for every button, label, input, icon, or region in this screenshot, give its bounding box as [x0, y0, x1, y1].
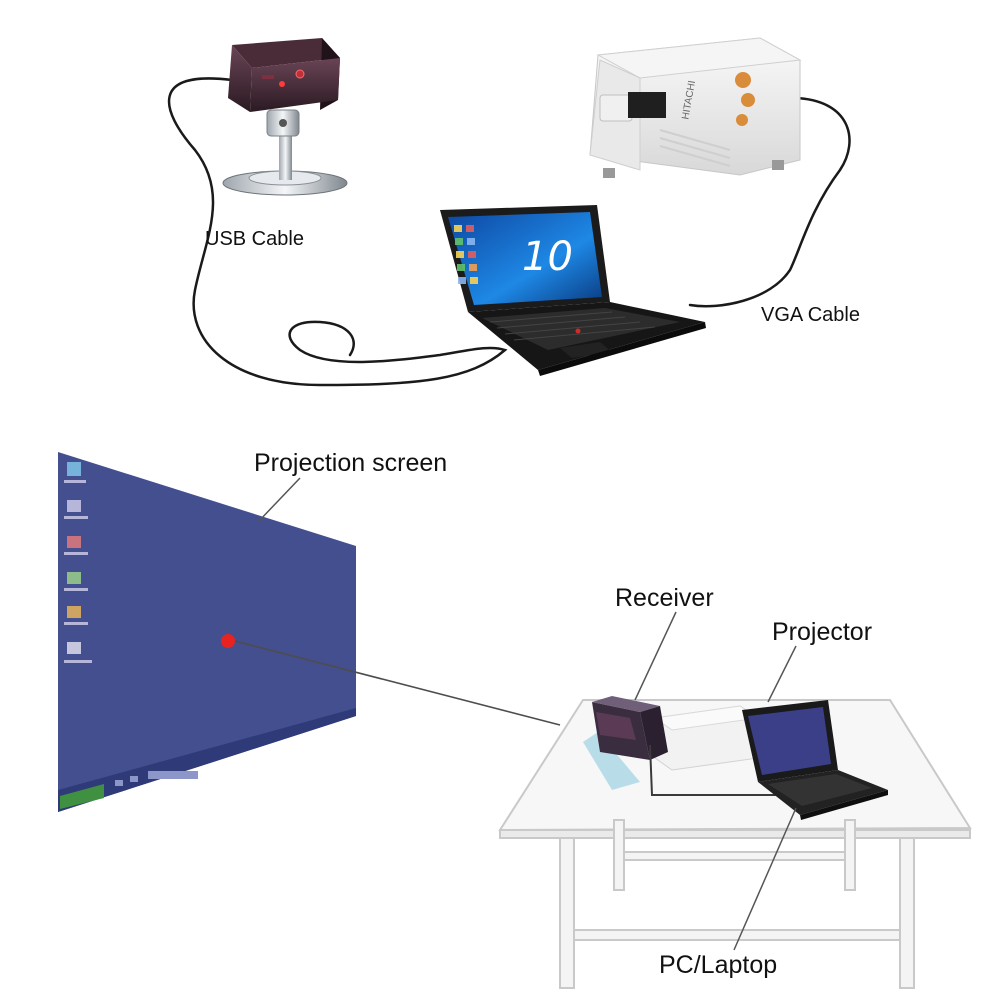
laser-beam: [234, 640, 561, 726]
projector-device: HITACHI: [589, 37, 802, 178]
vga-cable-label: VGA Cable: [761, 304, 860, 326]
laser-receiver-device: [222, 38, 348, 196]
usb-cable: [167, 77, 508, 387]
laptop-device: 10: [440, 205, 706, 376]
usb-cable-label: USB Cable: [205, 228, 304, 250]
vga-cable: [688, 96, 851, 308]
projector-label: Projector: [772, 618, 873, 646]
laptop-on-table: [742, 700, 888, 820]
receiver-label: Receiver: [615, 584, 714, 612]
laptop-screen-text: 10: [522, 234, 573, 280]
leader-receiver: [634, 611, 677, 701]
projection-screen: [58, 452, 356, 812]
projector-on-table: [653, 705, 760, 771]
leader-pc-laptop: [733, 807, 797, 951]
laser-dot: [221, 634, 235, 648]
pc-laptop-label: PC/Laptop: [659, 951, 778, 979]
leader-projector: [767, 645, 797, 703]
leader-projection-screen: [257, 477, 301, 523]
projection-screen-label: Projection screen: [254, 449, 448, 477]
receiver-on-table: [583, 696, 668, 790]
